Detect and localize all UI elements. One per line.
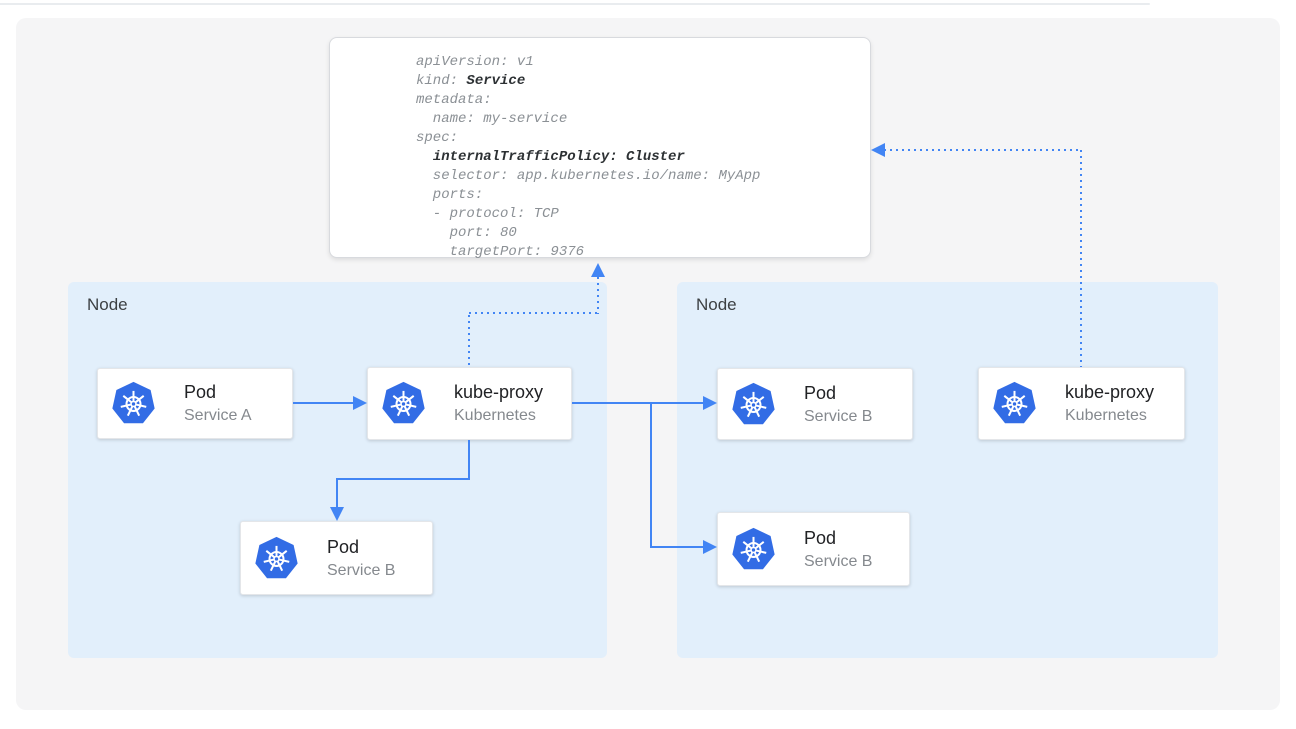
- yaml-text-segment: kind:: [416, 73, 467, 89]
- pod-service-b-right-bottom-card: Pod Service B: [717, 512, 910, 586]
- yaml-line: selector: app.kubernetes.io/name: MyApp: [416, 167, 870, 186]
- yaml-text-segment: spec:: [416, 130, 459, 146]
- kubernetes-icon: [381, 381, 426, 426]
- card-text: Pod Service B: [804, 382, 872, 427]
- card-text: Pod Service B: [804, 527, 872, 572]
- yaml-line: targetPort: 9376: [416, 243, 870, 262]
- kubernetes-icon: [731, 382, 776, 427]
- card-subtitle: Service B: [804, 552, 873, 570]
- kube-proxy-right-card: kube-proxy Kubernetes: [978, 367, 1185, 440]
- pod-service-b-left-card: Pod Service B: [240, 521, 433, 595]
- dotted-to-yaml-right-head: [871, 143, 885, 157]
- yaml-text-segment: ports:: [416, 187, 484, 203]
- card-title: Pod: [804, 527, 837, 548]
- arrow-kube-proxy-down-line: [468, 440, 470, 480]
- card-subtitle: Kubernetes: [1065, 407, 1147, 424]
- kube-proxy-left-card: kube-proxy Kubernetes: [367, 367, 572, 440]
- yaml-line: spec:: [416, 129, 870, 148]
- pod-service-a-card: Pod Service A: [97, 368, 293, 439]
- yaml-text-segment: port: 80: [416, 225, 517, 241]
- service-yaml-card: apiVersion: v1 kind: Service metadata: n…: [329, 37, 871, 260]
- pod-service-b-right-top-card: Pod Service B: [717, 368, 913, 440]
- yaml-text-segment: targetPort: 9376: [416, 244, 585, 260]
- arrow-to-pod-b-left-line: [336, 478, 338, 508]
- yaml-text-segment-bold: Service: [466, 73, 526, 89]
- card-title: Pod: [327, 536, 360, 557]
- yaml-line: apiVersion: v1: [416, 53, 870, 72]
- node-label: Node: [696, 295, 737, 314]
- arrow-pod-a-to-kube-proxy-head: [353, 396, 367, 410]
- kubernetes-icon: [992, 381, 1037, 426]
- node-label: Node: [87, 295, 128, 314]
- top-divider-line: [0, 3, 1150, 5]
- card-subtitle: Service A: [184, 407, 252, 424]
- arrow-kube-proxy-to-pod-b-top-line: [572, 402, 704, 404]
- arrow-branch-to-pod-b-bottom-line: [650, 546, 704, 548]
- node-panel-left: Node: [68, 282, 607, 658]
- card-subtitle: Service B: [327, 561, 396, 579]
- arrow-kube-proxy-left-line: [336, 478, 470, 480]
- yaml-line: internalTrafficPolicy: Cluster: [416, 148, 870, 167]
- card-text: kube-proxy Kubernetes: [454, 381, 543, 426]
- dotted-to-yaml-right-line: [884, 149, 1081, 151]
- kubernetes-icon: [111, 381, 156, 426]
- arrow-branch-to-pod-b-bottom-head: [703, 540, 717, 554]
- arrow-pod-a-to-kube-proxy-line: [293, 402, 354, 404]
- card-title: kube-proxy: [454, 382, 544, 402]
- card-text: Pod Service A: [184, 381, 252, 426]
- dotted-to-yaml-bottom-head: [591, 263, 605, 277]
- card-title: Pod: [804, 382, 837, 403]
- arrow-kube-proxy-to-pod-b-top-head: [703, 396, 717, 410]
- yaml-line: name: my-service: [416, 110, 870, 129]
- card-title: Pod: [184, 382, 217, 402]
- dotted-kube-proxy-right-line: [469, 312, 600, 314]
- dotted-kube-proxy-up-line: [468, 315, 470, 367]
- kubernetes-icon: [731, 527, 776, 572]
- card-title: kube-proxy: [1065, 382, 1155, 402]
- arrow-branch-down-line: [650, 402, 652, 547]
- dotted-kube-proxy-right-up-line: [1080, 150, 1082, 367]
- yaml-text-segment: - protocol: TCP: [416, 206, 559, 222]
- yaml-line: ports:: [416, 186, 870, 205]
- arrow-to-pod-b-left-head: [330, 507, 344, 521]
- node-panel-right: Node: [677, 282, 1218, 658]
- yaml-text-segment: [416, 149, 433, 165]
- yaml-line: port: 80: [416, 224, 870, 243]
- dotted-to-yaml-bottom-line: [597, 277, 599, 314]
- card-subtitle: Kubernetes: [454, 407, 536, 424]
- yaml-text-segment: name: my-service: [416, 111, 568, 127]
- card-text: Pod Service B: [327, 536, 395, 581]
- yaml-text-segment-bold: internalTrafficPolicy: Cluster: [432, 149, 685, 165]
- yaml-text-segment: selector: app.kubernetes.io/name: MyApp: [416, 168, 761, 184]
- card-text: kube-proxy Kubernetes: [1065, 381, 1154, 426]
- card-subtitle: Service B: [804, 407, 873, 425]
- yaml-line: - protocol: TCP: [416, 205, 870, 224]
- yaml-text-segment: metadata:: [416, 92, 492, 108]
- yaml-line: metadata:: [416, 91, 870, 110]
- kubernetes-icon: [254, 536, 299, 581]
- yaml-text-segment: apiVersion: v1: [416, 54, 534, 70]
- yaml-line: kind: Service: [416, 72, 870, 91]
